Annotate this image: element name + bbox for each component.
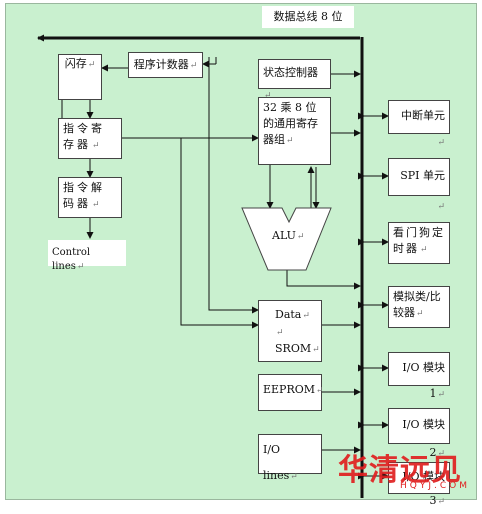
- watchdog-timer-block: 看门狗定时器↵: [388, 222, 450, 264]
- analog-comparator-label: 模拟类/比较器: [393, 290, 441, 319]
- paragraph-mark: ↵: [189, 61, 198, 71]
- io-module-1-label: I/O 模块 1: [402, 361, 445, 400]
- paragraph-mark: ↵: [296, 232, 305, 242]
- paragraph-mark: ↵: [302, 311, 310, 321]
- spi-unit-block: SPI 单元 ↵: [388, 158, 450, 212]
- instruction-decoder-block: 指令解码器↵: [58, 177, 122, 218]
- alu-label: ALU: [272, 229, 296, 242]
- eeprom-label: EEPROM: [263, 383, 316, 396]
- io-module-1-block: I/O 模块 1↵: [388, 352, 450, 400]
- watermark-logo: 华清远见 HQYJ.COM: [338, 453, 470, 492]
- watermark-latin: HQYJ.COM: [400, 481, 470, 491]
- data-srom-line2: SROM↵: [275, 341, 320, 358]
- paragraph-mark: ↵: [87, 60, 96, 70]
- paragraph-mark: ↵: [92, 141, 103, 151]
- instruction-decoder-label: 指令解码器: [63, 181, 105, 210]
- data-srom-line1: Data↵: [275, 307, 317, 324]
- io-lines-block: I/O lines↵: [258, 434, 322, 482]
- instruction-register-block: 指令寄存器↵: [58, 118, 122, 159]
- paragraph-mark: ↵: [286, 136, 294, 146]
- paragraph-mark: ↵: [312, 345, 320, 355]
- io-module-2-block: I/O 模块 2↵: [388, 408, 450, 459]
- io-lines-label: I/O lines: [263, 443, 290, 482]
- io-module-3-label: I/O 模块 3: [402, 470, 445, 507]
- io-module-2-label: I/O 模块 2: [402, 418, 445, 459]
- flash-label: 闪存: [64, 57, 87, 70]
- paragraph-mark: ↵: [276, 328, 284, 338]
- gp-registers-label: 32 乘 8 位的通用寄存器组: [263, 101, 318, 146]
- program-counter-label: 程序计数器: [133, 58, 189, 71]
- watermark-chinese: 华清远见: [338, 453, 462, 488]
- eeprom-block: EEPROM↵: [258, 374, 324, 411]
- paragraph-mark: ↵: [416, 309, 424, 319]
- data-srom-block: Data↵ ↵ SROM↵: [258, 300, 322, 362]
- paragraph-mark: ↵: [437, 449, 445, 459]
- data-srom-mark-line: ↵: [275, 324, 317, 341]
- paragraph-mark: ↵: [420, 245, 430, 255]
- alu-shape: [241, 207, 332, 271]
- paragraph-mark: ↵: [437, 497, 445, 507]
- control-lines-label: Control lines: [52, 247, 91, 272]
- paragraph-mark: ↵: [316, 386, 324, 396]
- paragraph-mark: ↵: [264, 91, 272, 101]
- paragraph-mark: ↵: [437, 390, 445, 400]
- interrupt-unit-block: 中断单元 ↵: [388, 100, 450, 148]
- data-srom-line1-text: Data: [275, 308, 302, 321]
- interrupt-unit-label: 中断单元: [401, 109, 445, 122]
- instruction-register-label: 指令寄存器: [63, 122, 105, 151]
- analog-comparator-block: 模拟类/比较器↵: [388, 286, 450, 328]
- io-module-3-block: I/O 模块 3↵: [388, 462, 450, 507]
- data-bus-label: 数据总线 8 位: [262, 6, 354, 28]
- control-lines-block: Control lines↵: [48, 240, 126, 272]
- paragraph-mark: ↵: [290, 472, 298, 482]
- paragraph-mark: ↵: [437, 202, 445, 212]
- watchdog-timer-label: 看门狗定时器: [393, 226, 445, 255]
- paragraph-mark: ↵: [437, 138, 445, 148]
- state-controller-label: 状态控制器: [263, 66, 318, 79]
- gp-registers-block: 32 乘 8 位的通用寄存器组↵: [258, 97, 331, 165]
- flash-block: 闪存↵: [58, 54, 102, 100]
- program-counter-block: 程序计数器↵: [128, 52, 203, 78]
- ir-to-registers-line: [122, 137, 259, 329]
- pc-feedback-line: [208, 57, 259, 314]
- alu-output-line: [286, 270, 361, 290]
- data-srom-line2-text: SROM: [275, 342, 312, 355]
- paragraph-mark: ↵: [92, 200, 103, 210]
- paragraph-mark: ↵: [76, 262, 85, 272]
- alu-label-wrap: ALU↵: [272, 229, 304, 242]
- state-controller-block: 状态控制器 ↵: [258, 59, 331, 101]
- spi-unit-label: SPI 单元: [400, 169, 445, 182]
- data-bus-label-text: 数据总线 8 位: [273, 10, 343, 23]
